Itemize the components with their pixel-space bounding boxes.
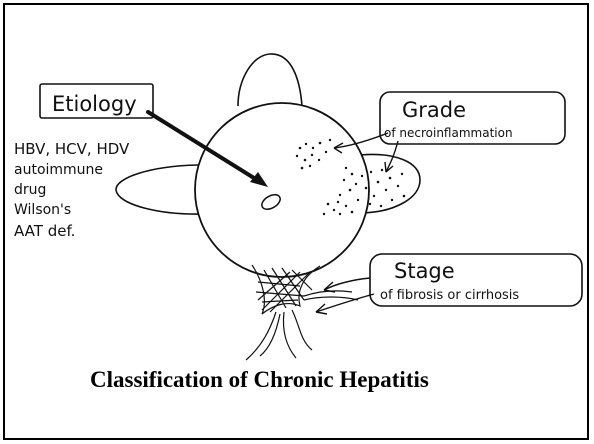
top-lobe (238, 54, 302, 106)
grade-subtitle: of necroinflammation (384, 126, 513, 140)
etiology-item: autoimmune (14, 162, 103, 178)
etiology-item: drug (14, 182, 46, 198)
stage-subtitle: of fibrosis or cirrhosis (380, 288, 519, 303)
etiology-item: HBV, HCV, HDV (14, 140, 130, 158)
grade-title: Grade (402, 98, 466, 122)
etiology-title: Etiology (52, 92, 137, 116)
stage-arrows (316, 278, 374, 314)
slide-caption: Classification of Chronic Hepatitis (90, 367, 429, 393)
etiology-item: AAT def. (14, 222, 75, 240)
left-lobe (116, 165, 203, 214)
etiology-item: Wilson's (14, 202, 71, 218)
stage-title: Stage (394, 259, 455, 283)
fibrosis-scribble (246, 265, 358, 360)
liver-body (195, 103, 369, 277)
